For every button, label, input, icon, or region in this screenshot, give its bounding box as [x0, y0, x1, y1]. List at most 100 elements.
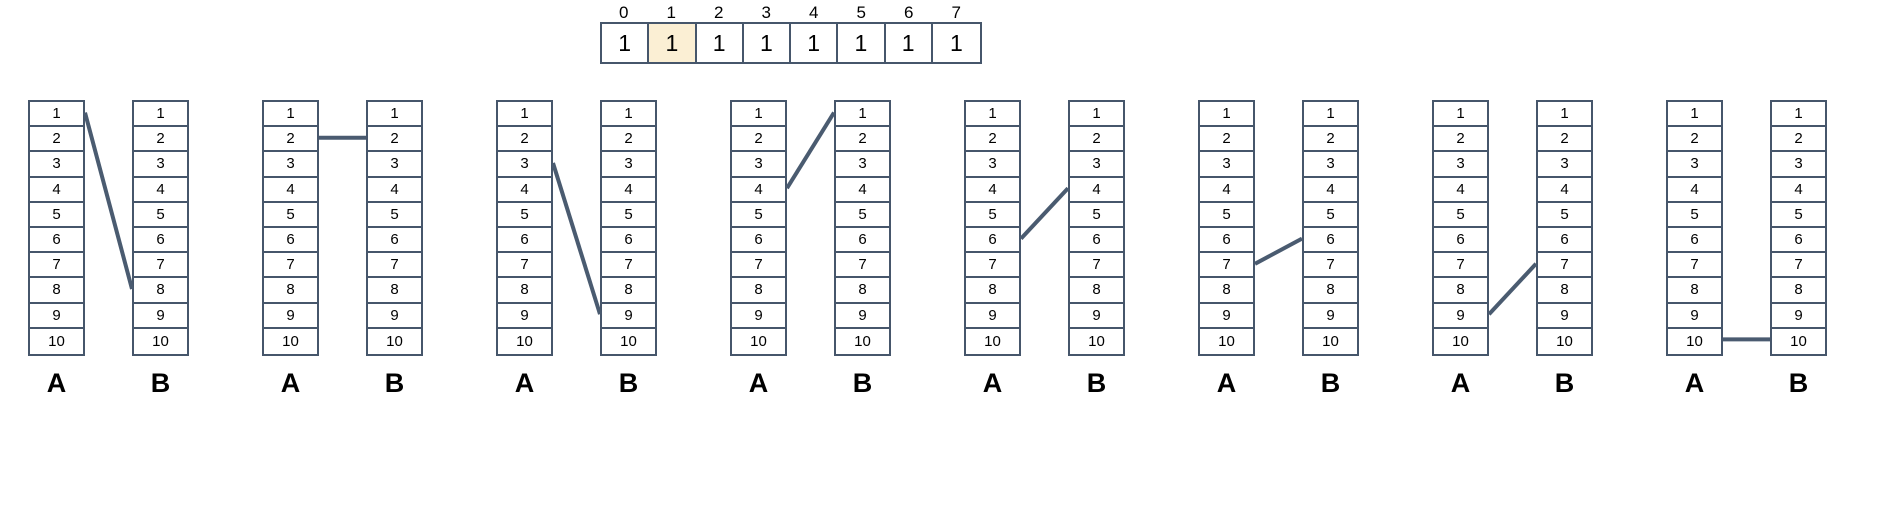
- pair-7-b-cell-1[interactable]: 1: [1538, 102, 1591, 128]
- pair-7-a-cell-10[interactable]: 10: [1434, 328, 1487, 354]
- pair-1-a-cell-3[interactable]: 3: [30, 152, 83, 178]
- pair-7-a-cell-8[interactable]: 8: [1434, 278, 1487, 304]
- pair-2-a-cell-6[interactable]: 6: [264, 227, 317, 254]
- pair-8-b-cell-4[interactable]: 4: [1772, 177, 1825, 203]
- index-array-cell-4[interactable]: 1: [791, 24, 839, 62]
- pair-8-a-cell-9[interactable]: 9: [1668, 303, 1721, 329]
- pair-3-a-cell-10[interactable]: 10: [498, 328, 551, 354]
- pair-8-b-cell-3[interactable]: 3: [1772, 152, 1825, 178]
- pair-5-b-cell-2[interactable]: 2: [1070, 127, 1123, 153]
- pair-1-a-cell-5[interactable]: 5: [30, 202, 83, 228]
- pair-6-a-cell-5[interactable]: 5: [1200, 202, 1253, 228]
- index-array-cell-7[interactable]: 1: [932, 24, 980, 62]
- pair-4-a-cell-9[interactable]: 9: [732, 303, 785, 329]
- pair-7-a-cell-6[interactable]: 6: [1434, 227, 1487, 254]
- pair-3-b-cell-4[interactable]: 4: [602, 177, 655, 203]
- pair-8-a-cell-2[interactable]: 2: [1668, 127, 1721, 153]
- pair-6-a-cell-9[interactable]: 9: [1200, 303, 1253, 329]
- pair-7-b-cell-5[interactable]: 5: [1538, 202, 1591, 228]
- pair-6-b-cell-7[interactable]: 7: [1304, 253, 1357, 279]
- pair-4-b-cell-7[interactable]: 7: [836, 253, 889, 279]
- pair-1-b-cell-2[interactable]: 2: [134, 127, 187, 153]
- pair-2-b-cell-9[interactable]: 9: [368, 303, 421, 329]
- pair-5-a-cell-8[interactable]: 8: [966, 278, 1019, 304]
- pair-3-a-cell-1[interactable]: 1: [498, 102, 551, 128]
- pair-6-b-cell-8[interactable]: 8: [1304, 278, 1357, 304]
- pair-3-b-cell-8[interactable]: 8: [602, 278, 655, 304]
- pair-7-a-cell-1[interactable]: 1: [1434, 102, 1487, 128]
- pair-5-b-cell-4[interactable]: 4: [1070, 177, 1123, 203]
- pair-8-a-cell-8[interactable]: 8: [1668, 278, 1721, 304]
- pair-7-b-cell-4[interactable]: 4: [1538, 177, 1591, 203]
- pair-7-b-cell-7[interactable]: 7: [1538, 253, 1591, 279]
- pair-3-a-cell-8[interactable]: 8: [498, 278, 551, 304]
- index-array-cell-2[interactable]: 1: [696, 24, 744, 62]
- pair-6-a-cell-6[interactable]: 6: [1200, 227, 1253, 254]
- pair-6-b-cell-1[interactable]: 1: [1304, 102, 1357, 128]
- pair-5-a-cell-9[interactable]: 9: [966, 303, 1019, 329]
- index-array-cell-1[interactable]: 1: [649, 24, 697, 62]
- pair-2-a-cell-3[interactable]: 3: [264, 152, 317, 178]
- pair-6-a-cell-3[interactable]: 3: [1200, 152, 1253, 178]
- pair-6-a-cell-1[interactable]: 1: [1200, 102, 1253, 128]
- pair-5-a-cell-5[interactable]: 5: [966, 202, 1019, 228]
- pair-2-b-cell-5[interactable]: 5: [368, 202, 421, 228]
- pair-2-a-cell-5[interactable]: 5: [264, 202, 317, 228]
- pair-2-a-cell-8[interactable]: 8: [264, 278, 317, 304]
- pair-1-a-cell-6[interactable]: 6: [30, 227, 83, 254]
- pair-4-a-cell-6[interactable]: 6: [732, 227, 785, 254]
- pair-7-a-cell-9[interactable]: 9: [1434, 303, 1487, 329]
- pair-4-b-cell-4[interactable]: 4: [836, 177, 889, 203]
- pair-4-a-cell-5[interactable]: 5: [732, 202, 785, 228]
- pair-3-b-cell-3[interactable]: 3: [602, 152, 655, 178]
- pair-7-b-cell-10[interactable]: 10: [1538, 328, 1591, 354]
- index-array-cell-5[interactable]: 1: [838, 24, 886, 62]
- pair-3-a-cell-7[interactable]: 7: [498, 253, 551, 279]
- pair-7-b-cell-2[interactable]: 2: [1538, 127, 1591, 153]
- pair-5-b-cell-9[interactable]: 9: [1070, 303, 1123, 329]
- index-array-cell-3[interactable]: 1: [743, 24, 791, 62]
- pair-1-b-cell-5[interactable]: 5: [134, 202, 187, 228]
- pair-5-b-cell-1[interactable]: 1: [1070, 102, 1123, 128]
- pair-6-a-cell-10[interactable]: 10: [1200, 328, 1253, 354]
- pair-8-b-cell-8[interactable]: 8: [1772, 278, 1825, 304]
- pair-3-b-cell-6[interactable]: 6: [602, 227, 655, 254]
- pair-1-a-cell-10[interactable]: 10: [30, 328, 83, 354]
- pair-4-b-cell-2[interactable]: 2: [836, 127, 889, 153]
- pair-6-b-cell-5[interactable]: 5: [1304, 202, 1357, 228]
- pair-2-a-cell-2[interactable]: 2: [264, 127, 317, 153]
- pair-3-a-cell-3[interactable]: 3: [498, 152, 551, 178]
- pair-5-a-cell-3[interactable]: 3: [966, 152, 1019, 178]
- pair-3-a-cell-6[interactable]: 6: [498, 227, 551, 254]
- pair-1-b-cell-4[interactable]: 4: [134, 177, 187, 203]
- pair-2-b-cell-1[interactable]: 1: [368, 102, 421, 128]
- pair-6-a-cell-7[interactable]: 7: [1200, 253, 1253, 279]
- pair-8-b-cell-10[interactable]: 10: [1772, 328, 1825, 354]
- pair-7-a-cell-2[interactable]: 2: [1434, 127, 1487, 153]
- pair-4-a-cell-1[interactable]: 1: [732, 102, 785, 128]
- pair-6-b-cell-6[interactable]: 6: [1304, 227, 1357, 254]
- pair-1-b-cell-9[interactable]: 9: [134, 303, 187, 329]
- pair-8-a-cell-3[interactable]: 3: [1668, 152, 1721, 178]
- pair-4-a-cell-3[interactable]: 3: [732, 152, 785, 178]
- pair-3-b-cell-7[interactable]: 7: [602, 253, 655, 279]
- pair-2-a-cell-4[interactable]: 4: [264, 177, 317, 203]
- pair-4-b-cell-3[interactable]: 3: [836, 152, 889, 178]
- pair-5-b-cell-5[interactable]: 5: [1070, 202, 1123, 228]
- pair-4-b-cell-9[interactable]: 9: [836, 303, 889, 329]
- pair-6-a-cell-2[interactable]: 2: [1200, 127, 1253, 153]
- pair-7-a-cell-4[interactable]: 4: [1434, 177, 1487, 203]
- pair-2-b-cell-3[interactable]: 3: [368, 152, 421, 178]
- pair-7-a-cell-7[interactable]: 7: [1434, 253, 1487, 279]
- pair-5-a-cell-6[interactable]: 6: [966, 227, 1019, 254]
- pair-5-b-cell-8[interactable]: 8: [1070, 278, 1123, 304]
- pair-7-b-cell-6[interactable]: 6: [1538, 227, 1591, 254]
- pair-1-b-cell-10[interactable]: 10: [134, 328, 187, 354]
- pair-4-b-cell-8[interactable]: 8: [836, 278, 889, 304]
- pair-5-a-cell-10[interactable]: 10: [966, 328, 1019, 354]
- pair-3-a-cell-9[interactable]: 9: [498, 303, 551, 329]
- pair-5-a-cell-7[interactable]: 7: [966, 253, 1019, 279]
- pair-5-a-cell-4[interactable]: 4: [966, 177, 1019, 203]
- pair-5-b-cell-7[interactable]: 7: [1070, 253, 1123, 279]
- pair-6-a-cell-8[interactable]: 8: [1200, 278, 1253, 304]
